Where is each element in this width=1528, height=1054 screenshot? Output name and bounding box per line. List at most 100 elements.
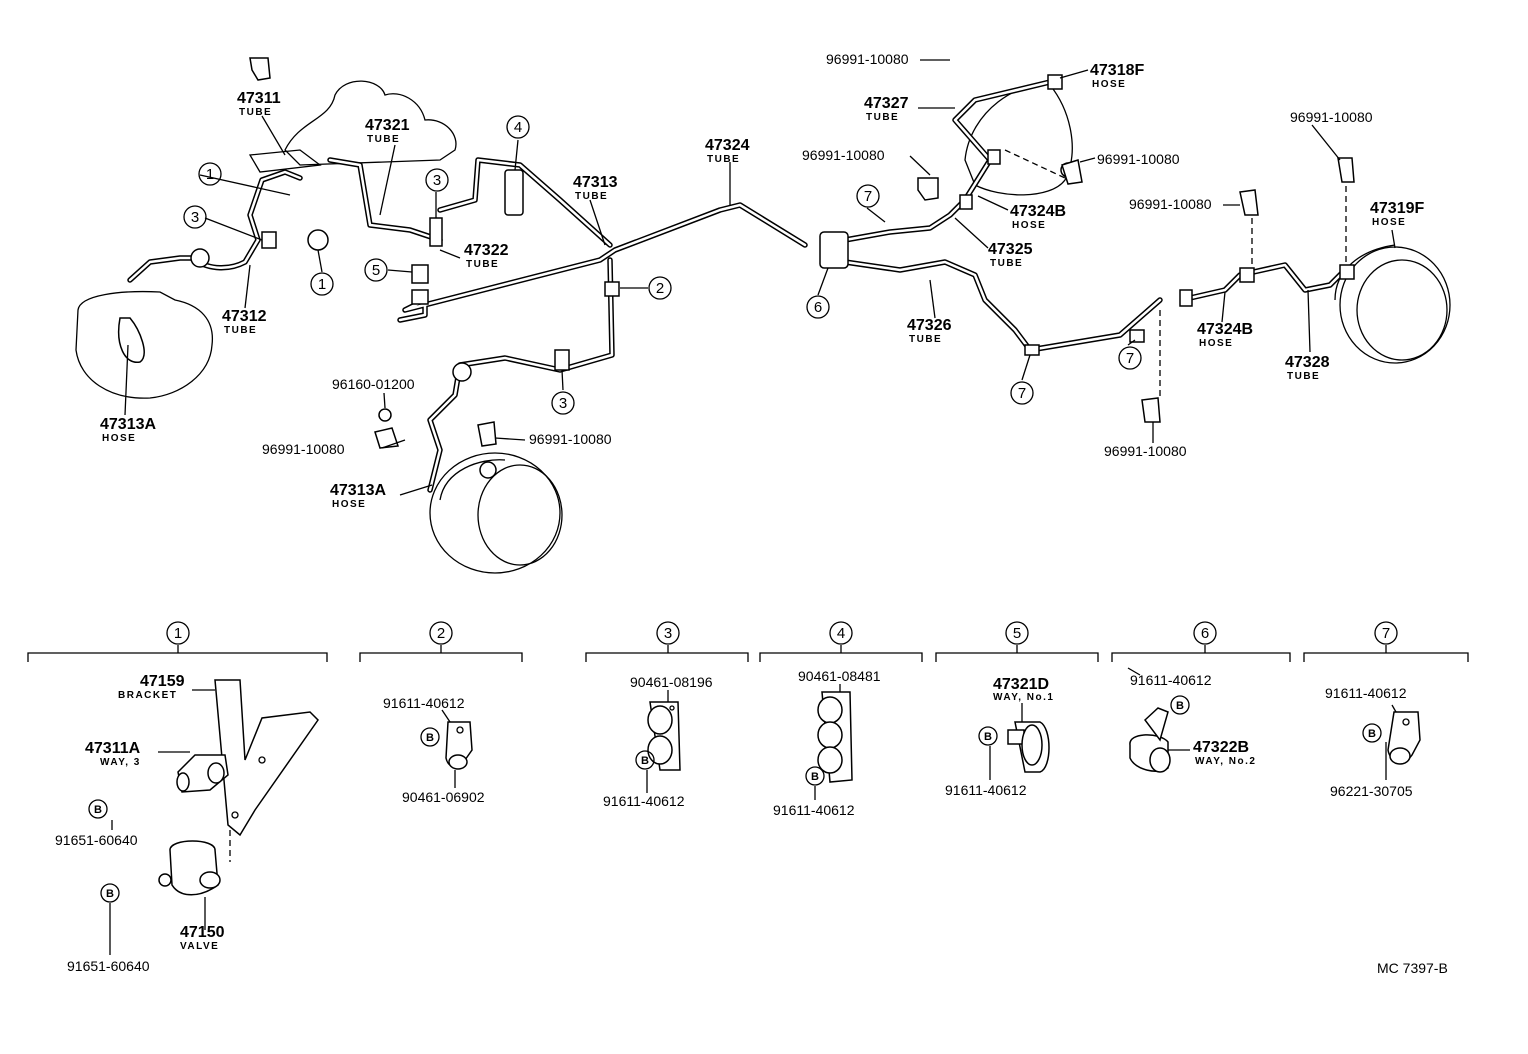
bolt-marker: B	[641, 755, 649, 767]
part-type: BRACKET	[118, 690, 177, 701]
part-number: 90461-06902	[402, 789, 485, 805]
callout-type: HOSE	[1372, 217, 1406, 228]
bolt-marker: B	[1176, 700, 1184, 712]
callout-type: TUBE	[367, 134, 400, 145]
svg-text:1: 1	[318, 276, 326, 293]
bolt-marker: B	[426, 732, 434, 744]
svg-text:7: 7	[1018, 385, 1026, 402]
svg-text:3: 3	[559, 395, 567, 412]
circled-ref: 1	[310, 272, 334, 296]
group-number: 2	[437, 625, 445, 642]
detail-group-3: 3 90461-08196 B 91611-40612	[603, 621, 713, 809]
callout-number: 96991-10080	[826, 51, 909, 67]
part-number: 47311A	[85, 740, 141, 757]
callout-number: 47322	[464, 242, 509, 259]
callout-number: 47324B	[1010, 203, 1066, 220]
part-number: 91611-40612	[383, 695, 465, 711]
bolt-marker: B	[1368, 728, 1376, 740]
group-number: 1	[174, 625, 182, 642]
svg-text:2: 2	[656, 280, 664, 297]
part-number: 47159	[140, 673, 185, 690]
callout-number: 96160-01200	[332, 376, 415, 392]
svg-text:7: 7	[1126, 350, 1134, 367]
circled-ref: 2	[648, 276, 672, 300]
callout-type: HOSE	[1012, 220, 1046, 231]
svg-text:3: 3	[433, 172, 441, 189]
svg-text:7: 7	[864, 188, 872, 205]
callout-number: 47311	[237, 90, 281, 107]
callout-type: TUBE	[466, 259, 499, 270]
part-number: 91611-40612	[773, 802, 855, 818]
detail-group-1: 1 47159 BRACKET 47311A WAY, 3 B 91651-60…	[55, 621, 225, 974]
circled-ref: 7	[1118, 346, 1142, 370]
circled-ref: 6	[806, 295, 830, 319]
svg-text:6: 6	[814, 299, 822, 316]
detail-groups: 1 47159 BRACKET 47311A WAY, 3 B 91651-60…	[55, 621, 1413, 974]
callout-number: 47313A	[100, 416, 156, 433]
part-number: 91611-40612	[1130, 672, 1212, 688]
circled-ref: 1	[198, 162, 222, 186]
callout-number: 96991-10080	[1129, 196, 1212, 212]
callout-number: 47321	[365, 117, 410, 134]
part-number: 90461-08481	[798, 668, 881, 684]
detail-group-6: 6 91611-40612 B 47322B WAY, No.2	[1130, 621, 1256, 767]
callout-type: HOSE	[332, 499, 366, 510]
part-number: 96221-30705	[1330, 783, 1413, 799]
callout-type: TUBE	[707, 154, 740, 165]
svg-text:4: 4	[514, 119, 522, 136]
circled-ref: 4	[506, 115, 530, 139]
group-number: 4	[837, 625, 845, 642]
callout-type: HOSE	[102, 433, 136, 444]
part-type: WAY, No.2	[1195, 756, 1256, 767]
diagram-code: MC 7397-B	[1377, 960, 1448, 976]
callout-number: 96991-10080	[529, 431, 612, 447]
part-number: 47150	[180, 924, 225, 941]
callout-type: TUBE	[224, 325, 257, 336]
callouts: 47311 TUBE 47321 TUBE 47312 TUBE 47313A …	[100, 51, 1424, 510]
circled-ref: 7	[856, 184, 880, 208]
svg-text:1: 1	[206, 166, 214, 183]
detail-group-7: 7 91611-40612 B 96221-30705	[1325, 621, 1413, 799]
group-number: 7	[1382, 625, 1390, 642]
bolt-marker: B	[106, 888, 114, 900]
bolt-marker: B	[94, 804, 102, 816]
part-type: WAY, No.1	[993, 692, 1054, 703]
part-number: 91611-40612	[1325, 685, 1407, 701]
detail-group-4: 4 90461-08481 B 91611-40612	[773, 621, 881, 818]
part-number: 91611-40612	[945, 782, 1027, 798]
bolt-marker: B	[984, 731, 992, 743]
callout-number: 47326	[907, 317, 952, 334]
detail-group-2: 2 91611-40612 B 90461-06902	[383, 621, 485, 805]
callout-type: TUBE	[575, 191, 608, 202]
callout-type: TUBE	[909, 334, 942, 345]
callout-number: 47324B	[1197, 321, 1253, 338]
callout-number: 47325	[988, 241, 1033, 258]
part-number: 90461-08196	[630, 674, 713, 690]
callout-type: TUBE	[990, 258, 1023, 269]
callout-number: 47327	[864, 95, 909, 112]
circled-ref: 5	[364, 258, 388, 282]
callout-number: 96991-10080	[1290, 109, 1373, 125]
svg-text:5: 5	[372, 262, 380, 279]
callout-number: 47328	[1285, 354, 1330, 371]
part-type: VALVE	[180, 941, 219, 952]
circled-refs: 1 1 3 3 4 5 2 3 6 7 7 7	[183, 115, 1142, 415]
circled-ref: 7	[1010, 381, 1034, 405]
callout-type: TUBE	[866, 112, 899, 123]
circled-ref: 3	[183, 205, 207, 229]
detail-group-5: 5 47321D WAY, No.1 B 91611-40612	[945, 621, 1054, 798]
group-number: 5	[1013, 625, 1021, 642]
callout-number: 47318F	[1090, 62, 1144, 79]
callout-number: 96991-10080	[802, 147, 885, 163]
circled-ref: 3	[425, 168, 449, 192]
svg-text:3: 3	[191, 209, 199, 226]
callout-number: 47312	[222, 308, 267, 325]
brake-line-artwork	[27, 57, 1469, 955]
bolt-marker: B	[811, 771, 819, 783]
callout-number: 47313A	[330, 482, 386, 499]
callout-type: HOSE	[1199, 338, 1233, 349]
callout-type: TUBE	[1287, 371, 1320, 382]
group-number: 3	[664, 625, 672, 642]
callout-number: 96991-10080	[1097, 151, 1180, 167]
